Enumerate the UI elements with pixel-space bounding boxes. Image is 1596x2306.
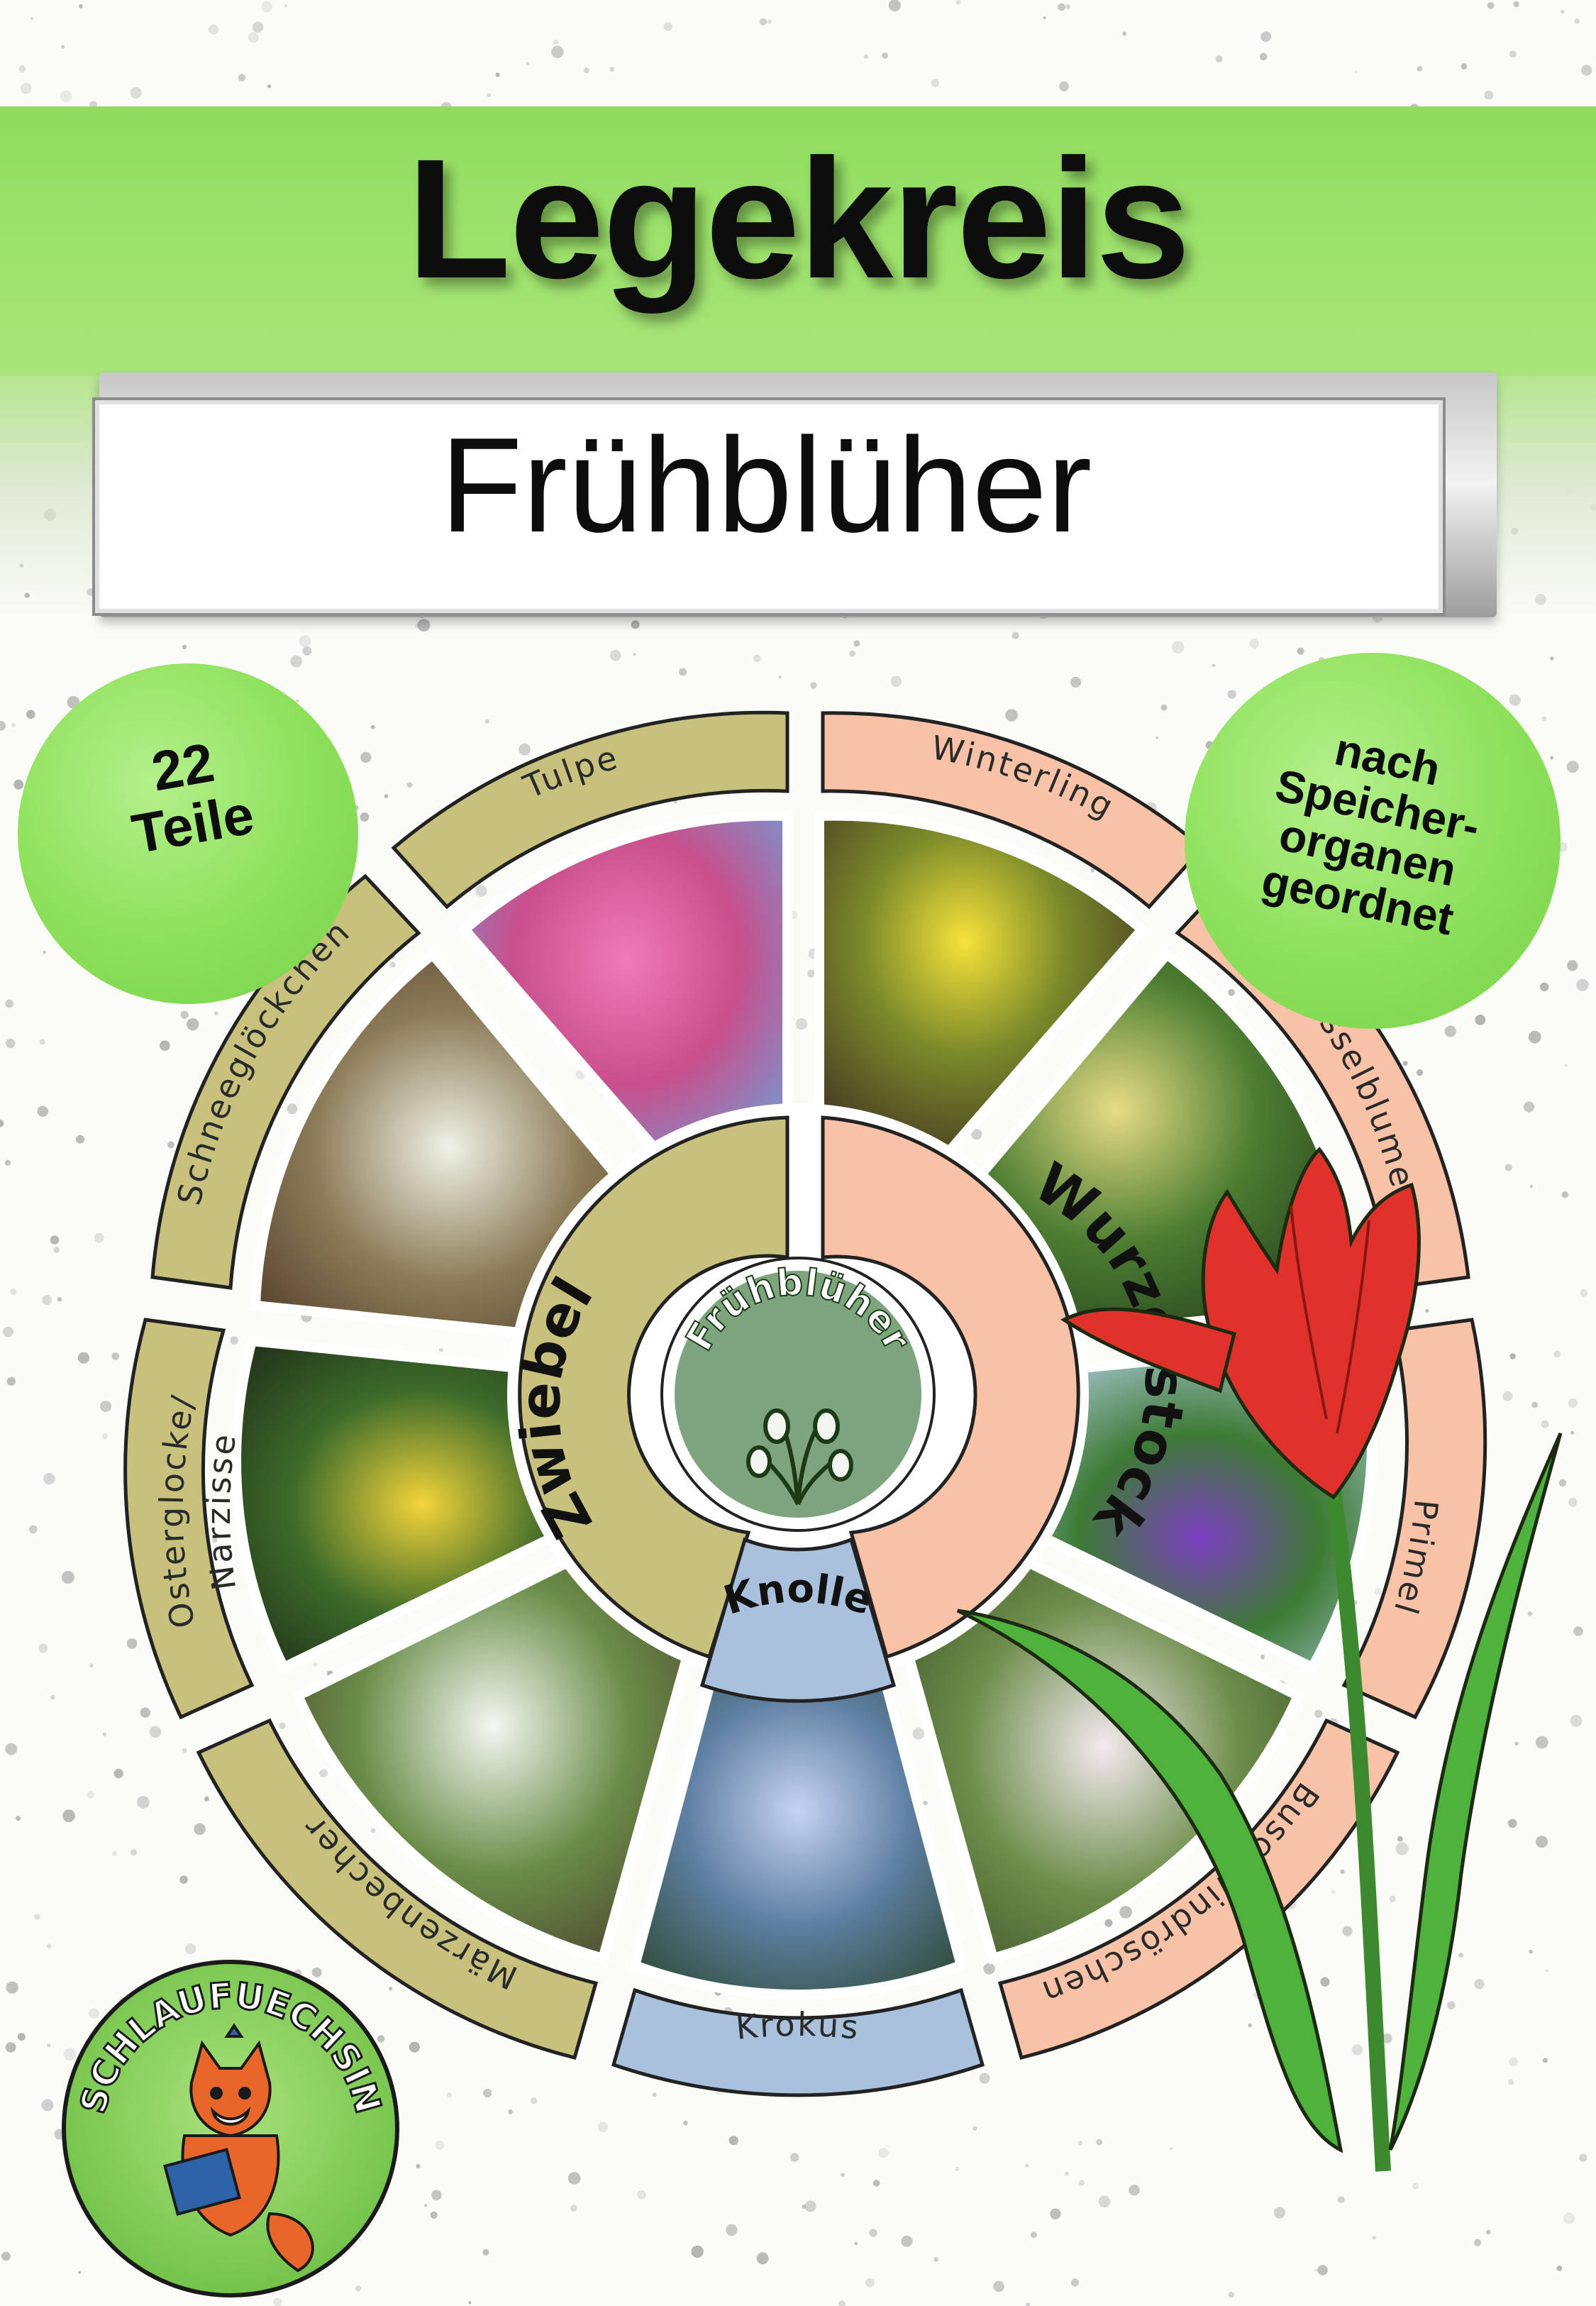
snowdrop-icon bbox=[746, 1408, 853, 1506]
center-medallion bbox=[666, 1262, 930, 1526]
header-banner bbox=[0, 106, 1596, 376]
segment-primel bbox=[1341, 1318, 1487, 1720]
category-zwiebel bbox=[518, 1115, 789, 1660]
subtitle-panel bbox=[92, 397, 1446, 616]
segment-tulpe bbox=[391, 710, 789, 910]
category-knolle bbox=[699, 1537, 897, 1703]
badge-order bbox=[1185, 653, 1561, 1029]
segment-maerzenbecher bbox=[196, 1718, 599, 2060]
segment-osterglocke bbox=[123, 1318, 255, 1720]
segment-schneegloeckchen bbox=[150, 873, 421, 1290]
outer-ring bbox=[123, 710, 1487, 2097]
tulip-illustration bbox=[956, 1147, 1563, 2172]
label-krokus: Krokus bbox=[734, 2005, 863, 2047]
subtitle: Frühblüher bbox=[440, 410, 1092, 561]
page-title: Legekreis bbox=[406, 123, 1191, 314]
segment-krokus bbox=[611, 1987, 985, 2097]
photo-krokus bbox=[628, 1652, 968, 2000]
label-osterglocke-line2: Narzisse bbox=[199, 1430, 243, 1592]
category-wurzelstock bbox=[821, 1115, 1080, 1660]
badge-parts bbox=[18, 663, 358, 1004]
category-ring bbox=[518, 1115, 1080, 1703]
